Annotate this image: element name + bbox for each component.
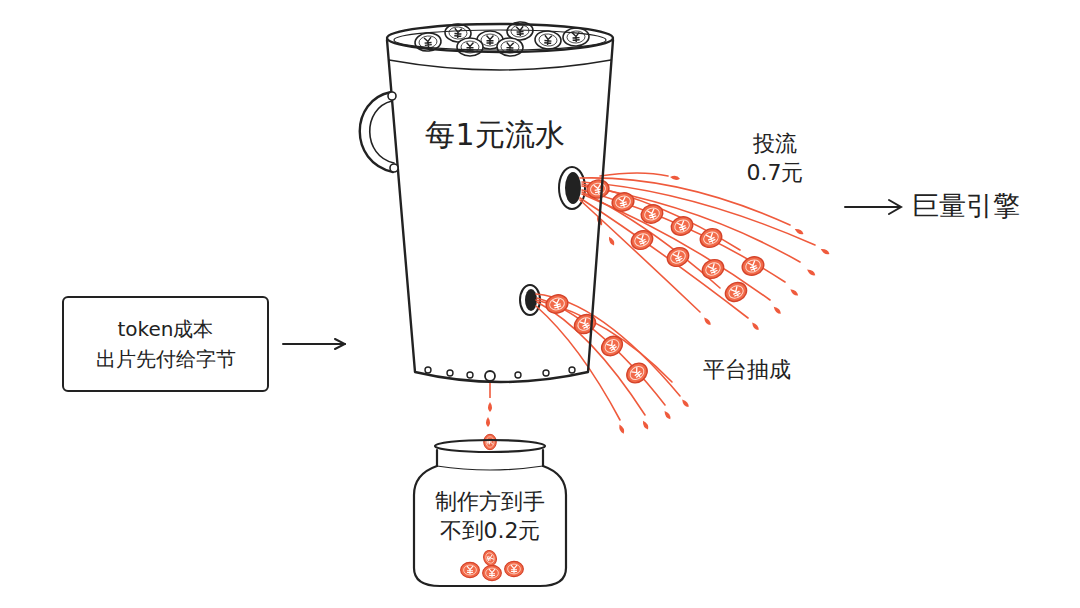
flow-arrow [283,343,345,345]
water-drop [486,417,490,427]
spray-streak [536,306,620,420]
bucket-rim [387,24,613,52]
spray-streak [582,186,800,262]
upper-coins [586,178,767,305]
grey-coin [497,37,524,56]
red-coin [722,279,750,305]
grey-coin [457,38,483,56]
water-drop [670,175,681,181]
water-drop [806,268,816,277]
node-text: token成本 出片先付给字节 [80,314,251,374]
grey-coin [563,27,590,46]
red-coin [571,311,599,338]
small-hole [447,370,453,376]
bucket-inner-rim [394,30,606,50]
jar-coins [461,549,524,581]
bucket-outline [360,24,613,382]
jar-neck [437,450,543,466]
red-coin [598,332,626,359]
water-drop [751,321,760,331]
falling-coin [484,434,497,449]
producer-jar: 制作方到手 不到0.2元 [410,438,570,590]
red-coin [639,202,665,226]
water-drop [703,316,712,326]
ocean-engine-label: 巨量引擎 [912,188,1062,223]
bucket-band [389,60,611,70]
upper-drops [595,175,830,331]
red-coin [586,178,611,200]
jar-body [414,466,566,586]
red-coin [697,226,724,251]
small-hole [515,372,521,378]
red-coin [699,256,727,282]
money-bucket-shape [350,15,630,395]
spray-streak [582,192,720,288]
drip-hole [485,371,495,381]
red-coin [628,227,656,253]
jar-outline [414,440,566,586]
red-coin [669,214,696,238]
jar-shoulder [437,466,543,470]
water-drop [607,236,615,247]
red-coin [484,434,497,449]
money-bucket: 每1元流水 [350,15,630,395]
bucket-body [387,40,613,382]
water-drop [789,288,799,297]
red-coin [740,254,767,278]
arrow-head [889,200,901,214]
red-coin [461,562,480,577]
handle-rivet [390,164,398,172]
red-coin [544,292,570,315]
upper-hole [559,167,585,209]
spray-streak [582,190,785,282]
water-drop [663,410,672,420]
node-text: 每1元流水 [425,117,564,153]
jar-mouth [435,440,545,452]
spray-streak [600,173,668,176]
spend-arrow [845,200,901,214]
water-drop [772,305,782,315]
platform-cut-label: 平台抽成 [703,356,823,385]
spray-streak [580,200,700,312]
water-drop [681,398,690,408]
handle-rivet [388,92,396,100]
small-hole [569,367,575,373]
water-drop [820,247,831,255]
red-coin [610,190,636,213]
spray-streak [580,198,748,318]
token-cost-box: token成本 出片先付给字节 [62,296,269,392]
small-hole [543,370,549,376]
red-coin [623,359,651,387]
spray-streak [582,182,815,245]
node-text: 制作方到手 不到0.2元 [425,488,555,545]
bucket-handle [360,92,393,172]
arrow-shaft [845,206,900,208]
water-drop [618,424,626,435]
drip-streak [489,382,491,398]
red-coin [664,244,692,270]
lower-drops [618,398,690,434]
small-hole [467,372,473,378]
red-coin [481,549,498,568]
bucket-handle [370,101,394,163]
grey-coin [534,30,561,50]
water-drop [641,420,649,431]
lower-coins [544,292,651,387]
small-hole [425,367,431,373]
red-coin [483,565,502,580]
water-drop [794,227,805,235]
ad-spend-label: 投流 0.7元 [730,130,820,187]
red-coin [505,561,524,576]
upper-spray [580,173,815,318]
water-drop [488,402,492,412]
